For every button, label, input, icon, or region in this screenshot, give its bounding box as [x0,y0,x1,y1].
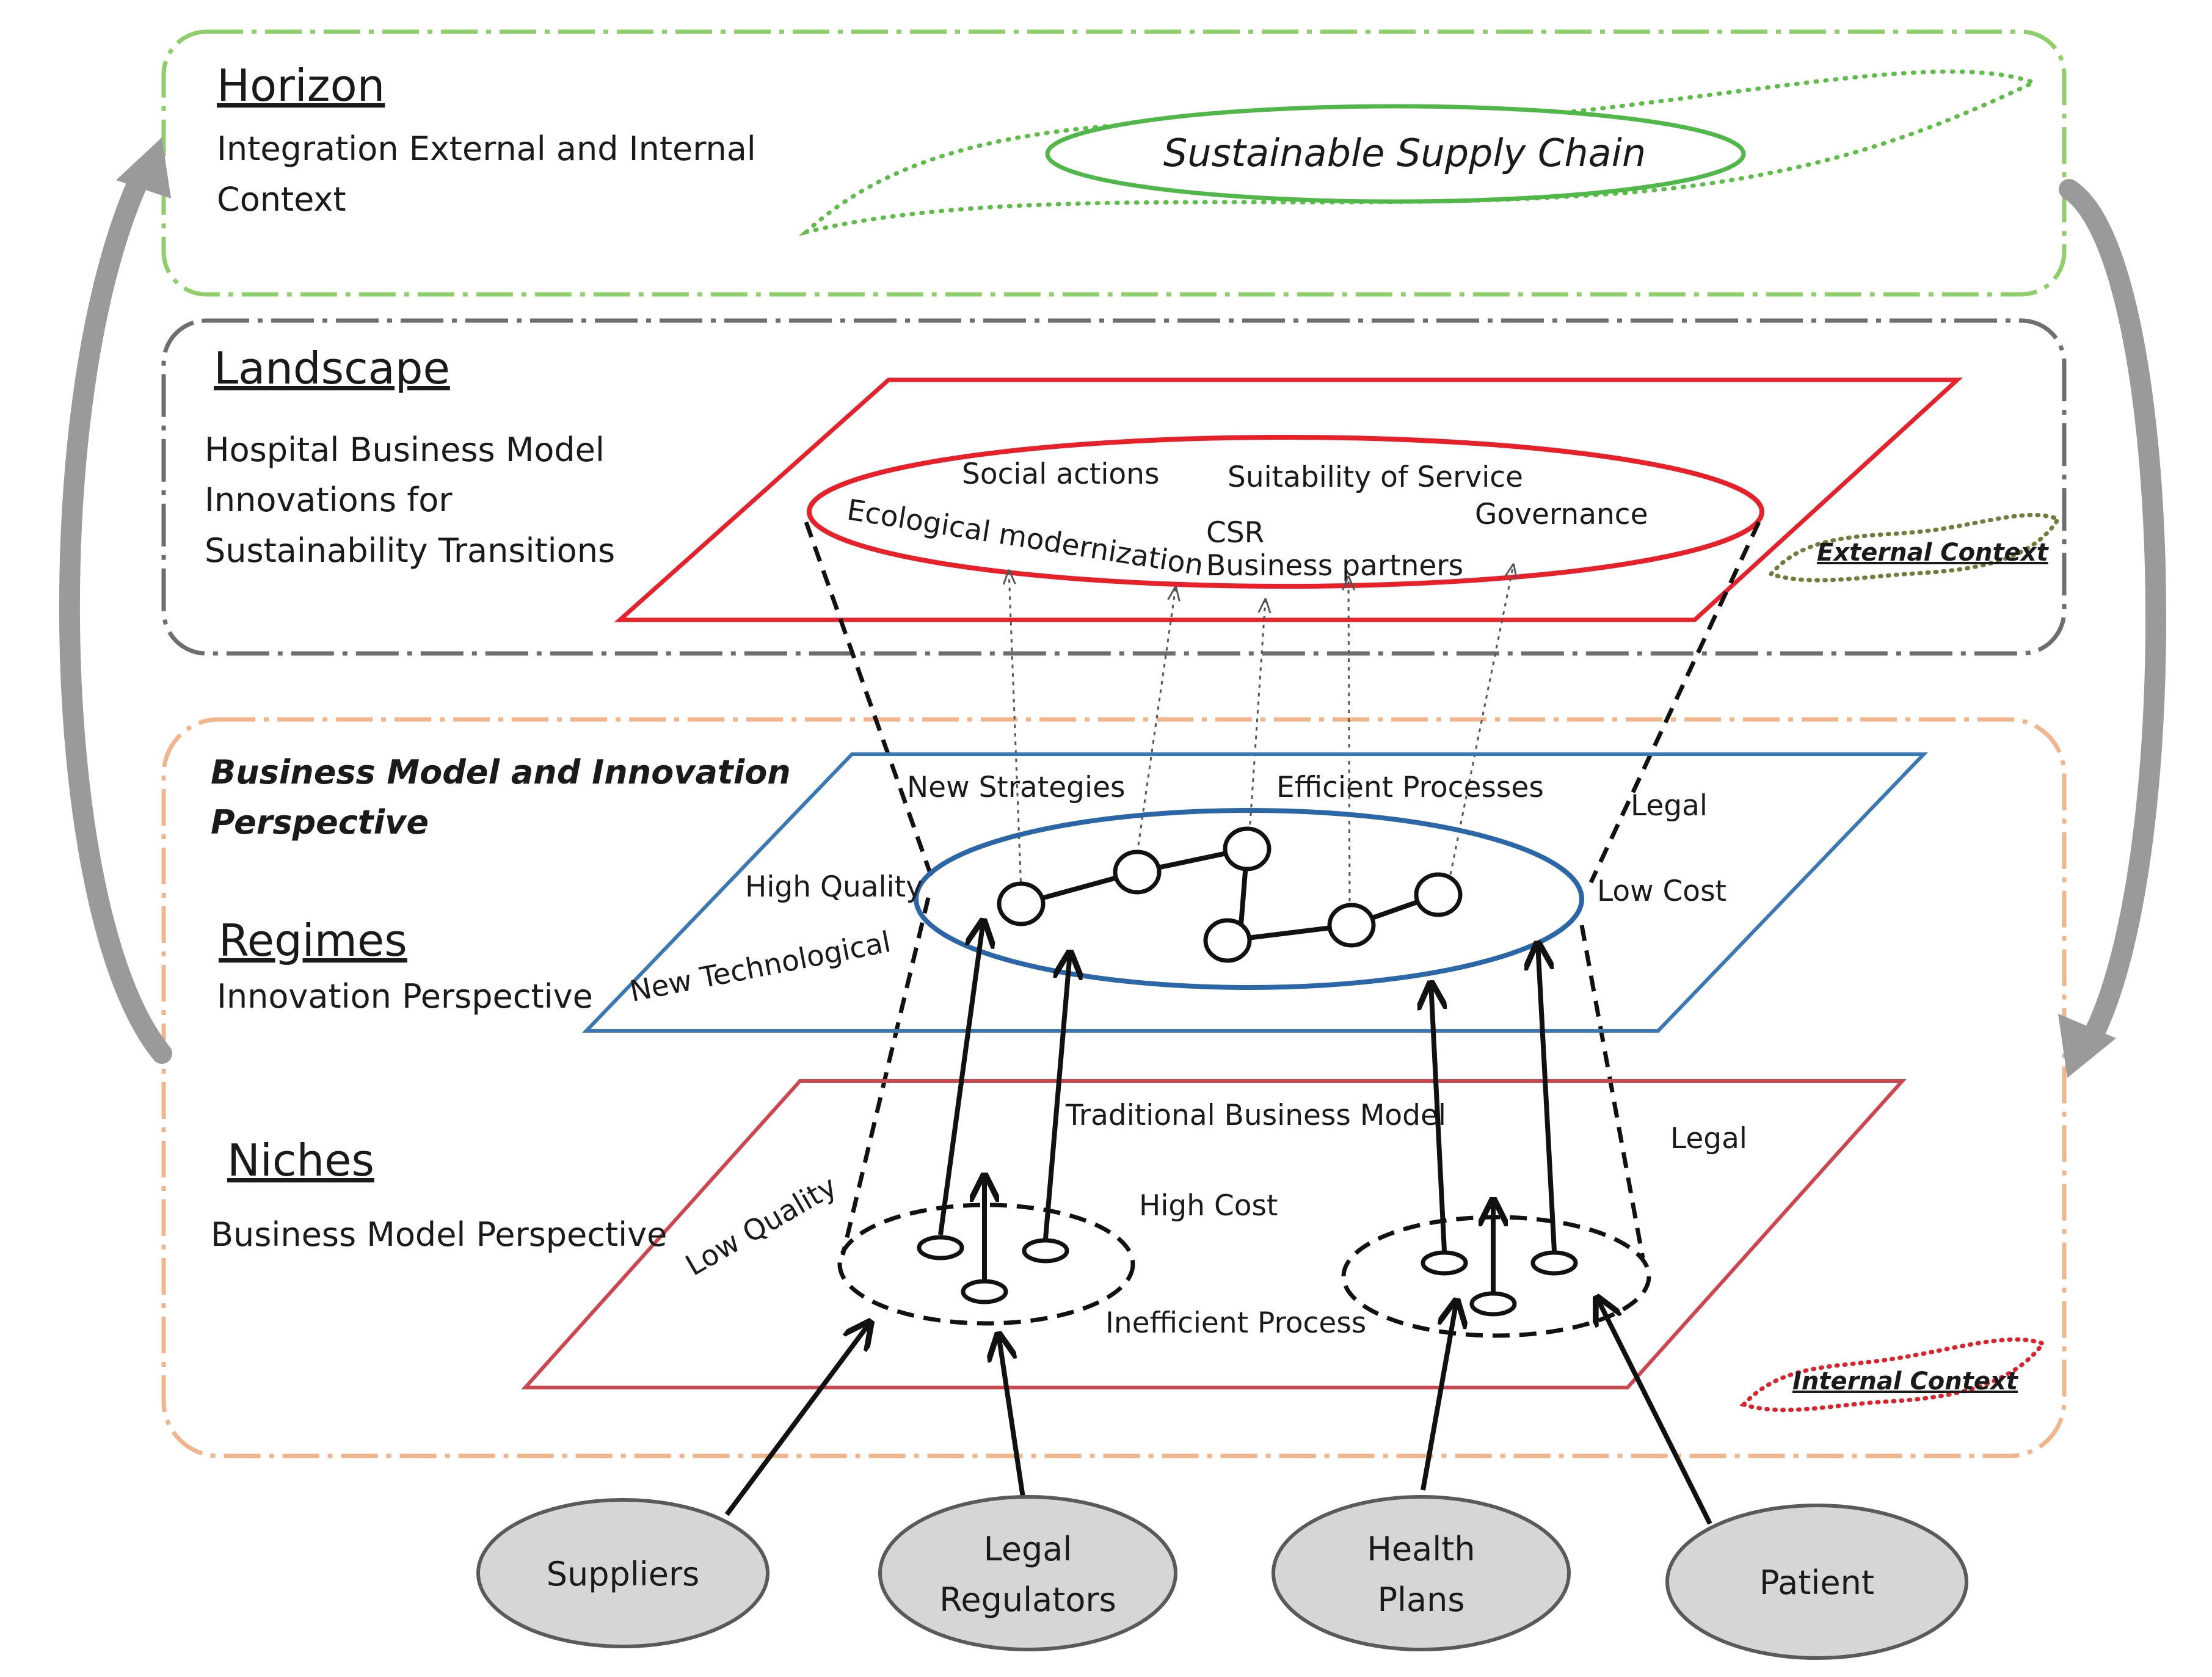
niche-cluster-left [837,1202,1135,1326]
suppliers-label: Suppliers [547,1555,700,1593]
regimes-title: Regimes [219,915,407,966]
niches-plane [521,1079,1907,1389]
csr-label: CSR [1206,516,1264,550]
landscape-subtitle-line3: Sustainability Transitions [205,531,615,570]
horizon-title: Horizon [217,60,385,111]
external-context-wave [1767,512,2062,583]
inefficient-process-label: Inefficient Process [1105,1306,1366,1340]
health-plans-label-line1: Health [1367,1530,1475,1568]
funnel-left-lower [840,897,931,1256]
dotted-arrow-3 [1248,600,1265,842]
horizon-subtitle-line1: Integration External and Internal [217,129,756,168]
social-actions-label: Social actions [962,457,1159,491]
regimes-ellipse [914,808,1584,990]
regimes-network [997,826,1463,963]
network-node-6 [1414,872,1463,917]
suitability-label: Suitability of Service [1228,460,1523,494]
efficient-processes-label: Efficient Processes [1276,771,1544,804]
health-plans-ellipse [1272,1495,1571,1651]
sustainable-supply-chain-ellipse [1045,104,1746,204]
bm-innovation-heading-line1: Business Model and Innovation [211,753,791,791]
niche-node-l1 [917,1235,964,1260]
horizon-frame [161,29,2067,297]
regimes-legal-label: Legal [1631,789,1708,823]
landscape-subtitle-line2: Innovations for [205,481,453,519]
internal-context-wave [1739,1337,2046,1413]
traditional-business-model-label: Traditional Business Model [1065,1099,1446,1132]
niche-node-l2 [1022,1238,1069,1264]
landscape-plane [614,377,1963,622]
landscape-subtitle-line1: Hospital Business Model [205,431,605,469]
internal-context-label: Internal Context [1792,1367,2019,1395]
niche-node-r2 [1530,1250,1578,1276]
right-cycle-arrowhead [2058,1014,2116,1078]
landscape-title: Landscape [214,343,450,394]
new-technological-label: New Technological [627,925,893,1009]
health-plans-label-line2: Plans [1377,1581,1464,1619]
business-partners-label: Business partners [1206,549,1463,583]
governance-label: Governance [1475,498,1648,531]
landscape-frame [161,318,2067,656]
legal-regulators-ellipse [878,1495,1177,1651]
upward-arrows [724,921,1712,1525]
right-cycle-arrow [2059,179,2167,1049]
sustainable-supply-chain-label: Sustainable Supply Chain [1163,131,1646,175]
network-node-1 [997,881,1046,926]
low-cost-label: Low Cost [1597,875,1726,908]
suppliers-ellipse [476,1498,769,1648]
left-cycle-arrow [59,164,172,1064]
funnel-right-upper [1588,521,1761,884]
niches-legal-label: Legal [1670,1122,1747,1155]
niches-subtitle: Business Model Perspective [211,1215,667,1254]
dotted-arrow-5 [1449,565,1513,875]
ecological-modernization-label: Ecological modernization [845,493,1206,583]
funnel-left-upper [804,521,934,878]
niche-node-r1 [1421,1250,1468,1276]
high-quality-label: High Quality [745,870,923,904]
network-node-3 [1223,826,1272,871]
patient-label: Patient [1759,1563,1874,1602]
funnel-right-lower [1579,925,1645,1259]
network-node-2 [1113,849,1162,895]
bm-innovation-heading-line2: Perspective [211,803,429,842]
landscape-ellipse [807,435,1764,589]
dotted-arrow-2 [1136,587,1176,854]
regimes-subtitle: Innovation Perspective [217,977,593,1016]
regimes-plane [581,752,1929,1033]
niche-cluster-right [1341,1215,1651,1338]
niches-title: Niches [227,1135,374,1186]
dotted-arrow-4 [1348,577,1350,911]
internal-frame [161,717,2067,1458]
horizon-dotted-wave [798,69,2040,236]
left-cycle-arrowhead [116,137,171,198]
niche-node-r3 [1469,1291,1517,1317]
niche-node-l3 [961,1279,1008,1304]
network-node-4 [1203,918,1252,963]
new-strategies-label: New Strategies [907,771,1125,804]
horizon-subtitle-line2: Context [217,180,346,219]
legal-regulators-label-line2: Regulators [939,1581,1116,1619]
high-cost-label: High Cost [1139,1189,1278,1223]
legal-regulators-label-line1: Legal [984,1530,1072,1568]
patient-ellipse [1665,1504,1968,1660]
network-node-5 [1327,903,1376,948]
external-context-label: External Context [1817,539,2050,567]
